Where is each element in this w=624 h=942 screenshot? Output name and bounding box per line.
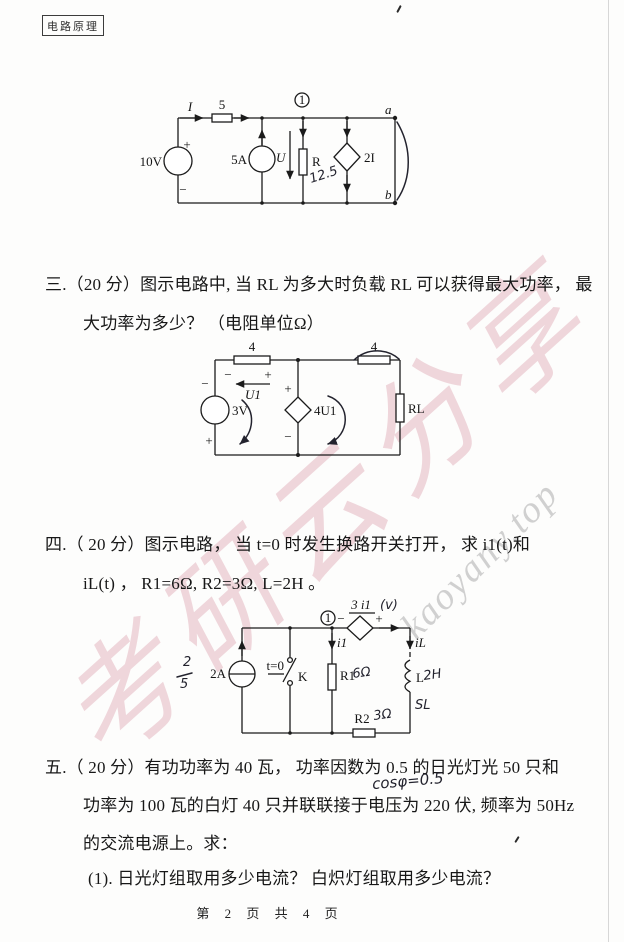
- node-number-label: 1: [325, 610, 332, 625]
- resistor-label: R: [312, 154, 321, 169]
- inductor-coil-icon: [404, 659, 412, 693]
- node-circle-icon: [294, 92, 310, 108]
- plus-label: +: [183, 137, 190, 152]
- handwritten-mesh-loop: [239, 399, 253, 445]
- terminal-b-label: b: [385, 187, 392, 202]
- handwritten-fraction-numerator: 2: [183, 655, 191, 670]
- dependent-source-icon: [284, 396, 312, 424]
- node-circle-icon: [320, 610, 336, 626]
- resistance-label: 5: [219, 97, 226, 112]
- circuit-diagram-3: 2A t=0 K 1 i1 R1 3 i1 − + iL L R2 2 5 6Ω…: [176, 597, 443, 738]
- source-value-label: 3V: [232, 403, 249, 418]
- resistor-r2-label: R2: [354, 711, 369, 726]
- handwritten-sl-note: SL: [415, 698, 431, 713]
- switch-time-label: t=0: [267, 658, 284, 673]
- dependent-source-icon: [333, 142, 361, 172]
- switch-name-label: K: [298, 669, 308, 684]
- question-3-line-1: 三.（20 分）图示电路中, 当 RL 为多大时负载 RL 可以获得最大功率， …: [45, 275, 593, 294]
- circuit-diagram-1: 10V + − I 5 5A U 1 R 2I a b 12.5: [140, 92, 409, 206]
- handwritten-r1-value: 6Ω: [351, 665, 371, 682]
- switch-contact-icon: [286, 656, 294, 664]
- resistor-icon: [233, 355, 271, 365]
- resistor-icon: [327, 663, 337, 691]
- current-source-icon: [248, 145, 276, 173]
- terminal-a-label: a: [385, 102, 392, 117]
- voltage-source-icon: [200, 395, 230, 425]
- dependent-source-icon: [346, 615, 374, 641]
- handwritten-dep-note: (v): [380, 598, 398, 613]
- load-resistor-label: RL: [408, 401, 425, 416]
- header-tag: 电路原理: [42, 15, 104, 36]
- minus-label: −: [337, 611, 344, 626]
- node-number-label: 1: [299, 92, 306, 107]
- circuit-diagram-2: − + 3V 4 − + U1 + − 4U1 4 RL: [200, 339, 425, 457]
- current-il-label: iL: [415, 635, 426, 650]
- question-5-line-3: 的交流电源上。求：: [83, 834, 238, 853]
- resistor-icon: [352, 728, 376, 738]
- dependent-source-label: 3 i1: [350, 597, 371, 612]
- scan-edge-line: [608, 0, 609, 942]
- footer-page-number: 第 2 页 共 4 页: [196, 906, 344, 921]
- minus-label: −: [224, 367, 231, 382]
- scan-mark: [396, 4, 402, 14]
- plus-label: +: [284, 381, 291, 396]
- voltage-label: U: [276, 150, 287, 165]
- voltage-u1-label: U1: [245, 387, 261, 402]
- resistance-label: 4: [249, 339, 256, 354]
- minus-label: −: [201, 376, 208, 391]
- source-value-label: 10V: [140, 154, 163, 169]
- switch-blade-icon: [282, 657, 297, 683]
- resistor-icon: [211, 113, 233, 123]
- voltage-source-icon: [163, 146, 193, 176]
- question-3-line-2: 大功率为多少？ （电阻单位Ω）: [83, 314, 324, 333]
- dependent-source-label: 4U1: [314, 403, 336, 418]
- handwritten-brace: [396, 121, 409, 201]
- question-5-line-1: 五.（ 20 分）有功功率为 40 瓦， 功率因数为 0.5 的日光灯光 50 …: [45, 758, 560, 777]
- current-label: I: [187, 99, 193, 114]
- resistance-label: 4: [371, 339, 378, 354]
- handwritten-fraction-denominator: 5: [180, 677, 188, 692]
- plus-label: +: [205, 433, 212, 448]
- plus-label: +: [375, 611, 382, 626]
- handwritten-fraction-bar: [176, 672, 193, 678]
- handwritten-r2-value: 3Ω: [372, 707, 392, 724]
- minus-label: −: [179, 182, 186, 197]
- plus-label: +: [264, 367, 271, 382]
- resistor-icon: [298, 148, 308, 176]
- question-5-sub-1: (1). 日光灯组取用多少电流？ 白炽灯组取用多少电流？: [88, 869, 501, 888]
- current-source-label: 5A: [231, 152, 248, 167]
- question-4-line-1: 四.（ 20 分）图示电路， 当 t=0 时发生换路开关打开， 求 i1(t)和: [45, 535, 531, 554]
- switch-contact-icon: [286, 679, 294, 687]
- handwritten-arc: [353, 350, 400, 361]
- resistor-icon: [357, 355, 391, 365]
- current-source-label: 2A: [210, 666, 227, 681]
- current-i1-label: i1: [337, 635, 347, 650]
- dependent-source-label: 2I: [364, 150, 375, 165]
- question-4-line-2: iL(t) ， R1=6Ω, R2=3Ω, L=2H 。: [83, 574, 326, 593]
- question-5-line-2: 功率为 100 瓦的白灯 40 只并联联接于电压为 220 伏, 频率为 50H…: [83, 796, 575, 815]
- resistor-r1-label: R1: [340, 668, 355, 683]
- handwritten-mesh-loop: [327, 395, 346, 445]
- minus-label: −: [284, 429, 291, 444]
- inductor-label: L: [416, 670, 424, 685]
- scan-mark: [514, 836, 520, 843]
- handwritten-l-value: 2H: [422, 667, 442, 684]
- resistor-icon: [395, 393, 405, 423]
